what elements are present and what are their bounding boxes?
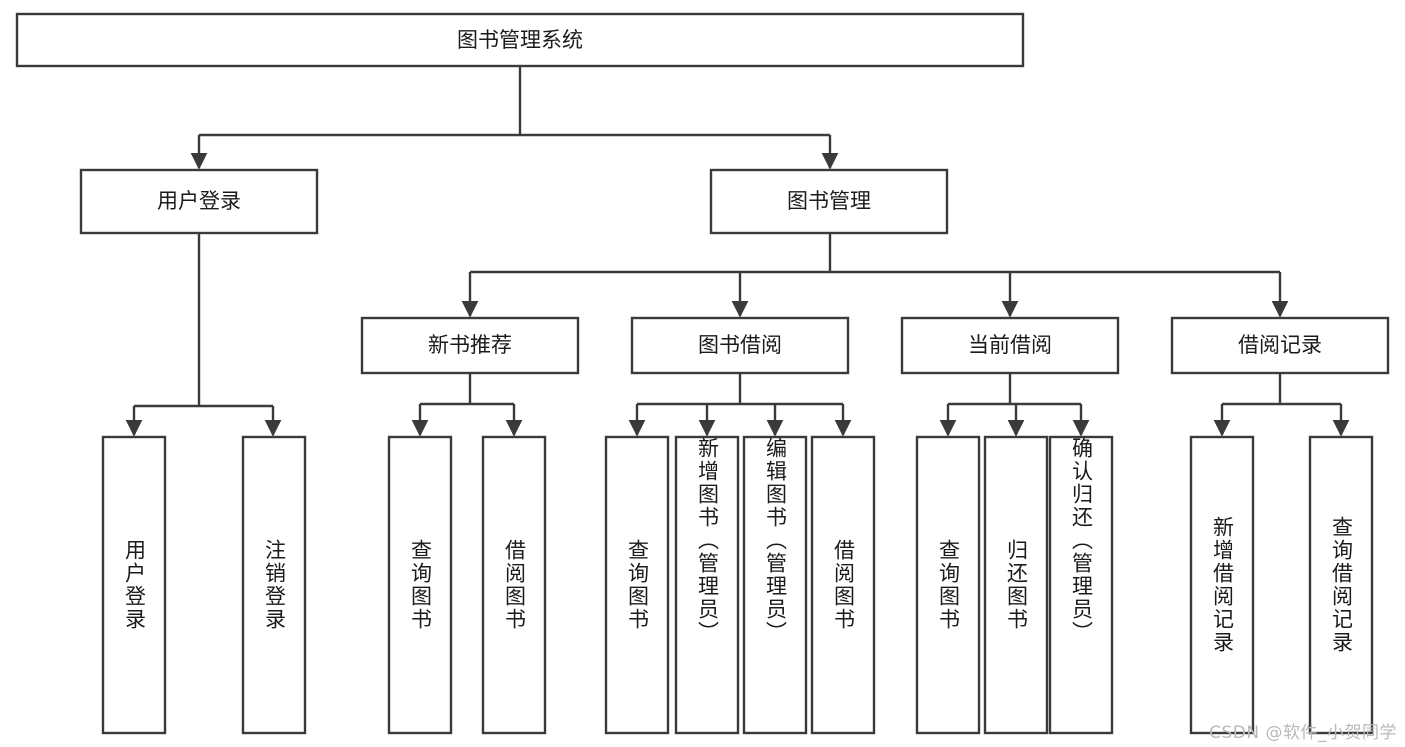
node-new-book-recommend-label: 新书推荐 [428,333,512,357]
node-user-login[interactable]: 用户登录 [79,168,319,235]
csdn-watermark: CSDN @软件_小贺同学 [1209,723,1397,743]
leaf-box-borrow-book-b[interactable] [810,435,876,735]
edge-group-book-mgmt [461,233,1289,318]
leaf-box-query-book-a[interactable] [387,435,453,735]
node-user-login-label: 用户登录 [157,189,241,213]
leaf-box-add-book[interactable] [674,435,740,735]
node-book-borrow[interactable]: 图书借阅 [630,316,850,375]
node-root-label: 图书管理系统 [457,28,583,52]
node-current-borrow-label: 当前借阅 [968,333,1052,357]
leaf-box-query-book-b[interactable] [604,435,670,735]
node-current-borrow[interactable]: 当前借阅 [900,316,1120,375]
edge-group-root [190,66,839,170]
node-root-box[interactable] [15,12,1025,68]
leaf-box-query-record[interactable] [1308,435,1374,735]
node-book-borrow-box[interactable] [630,316,850,375]
edge-group-current [939,373,1090,437]
edge-group-borrow [628,373,852,437]
node-book-mgmt-box[interactable] [709,168,949,235]
node-new-book-recommend[interactable]: 新书推荐 [360,316,580,375]
leaf-box-add-record[interactable] [1189,435,1255,735]
edge-group-user-login [125,233,282,437]
node-user-login-box[interactable] [79,168,319,235]
node-borrow-record[interactable]: 借阅记录 [1170,316,1390,375]
node-borrow-record-label: 借阅记录 [1238,333,1322,357]
node-book-mgmt[interactable]: 图书管理 [709,168,949,235]
leaf-box-return-book[interactable] [983,435,1049,735]
node-book-mgmt-label: 图书管理 [787,189,871,213]
leaf-box-logout[interactable] [241,435,307,735]
node-book-borrow-label: 图书借阅 [698,333,782,357]
node-borrow-record-box[interactable] [1170,316,1390,375]
leaf-box-confirm-return[interactable] [1048,435,1114,735]
node-current-borrow-box[interactable] [900,316,1120,375]
leaf-box-query-book-c[interactable] [915,435,981,735]
leaf-box-user-login[interactable] [101,435,167,735]
node-root[interactable]: 图书管理系统 [15,12,1025,68]
leaf-box-edit-book[interactable] [742,435,808,735]
node-new-book-recommend-box[interactable] [360,316,580,375]
edge-group-newbook [411,373,523,437]
leaf-box-borrow-book-a[interactable] [481,435,547,735]
edge-group-record [1213,373,1350,437]
